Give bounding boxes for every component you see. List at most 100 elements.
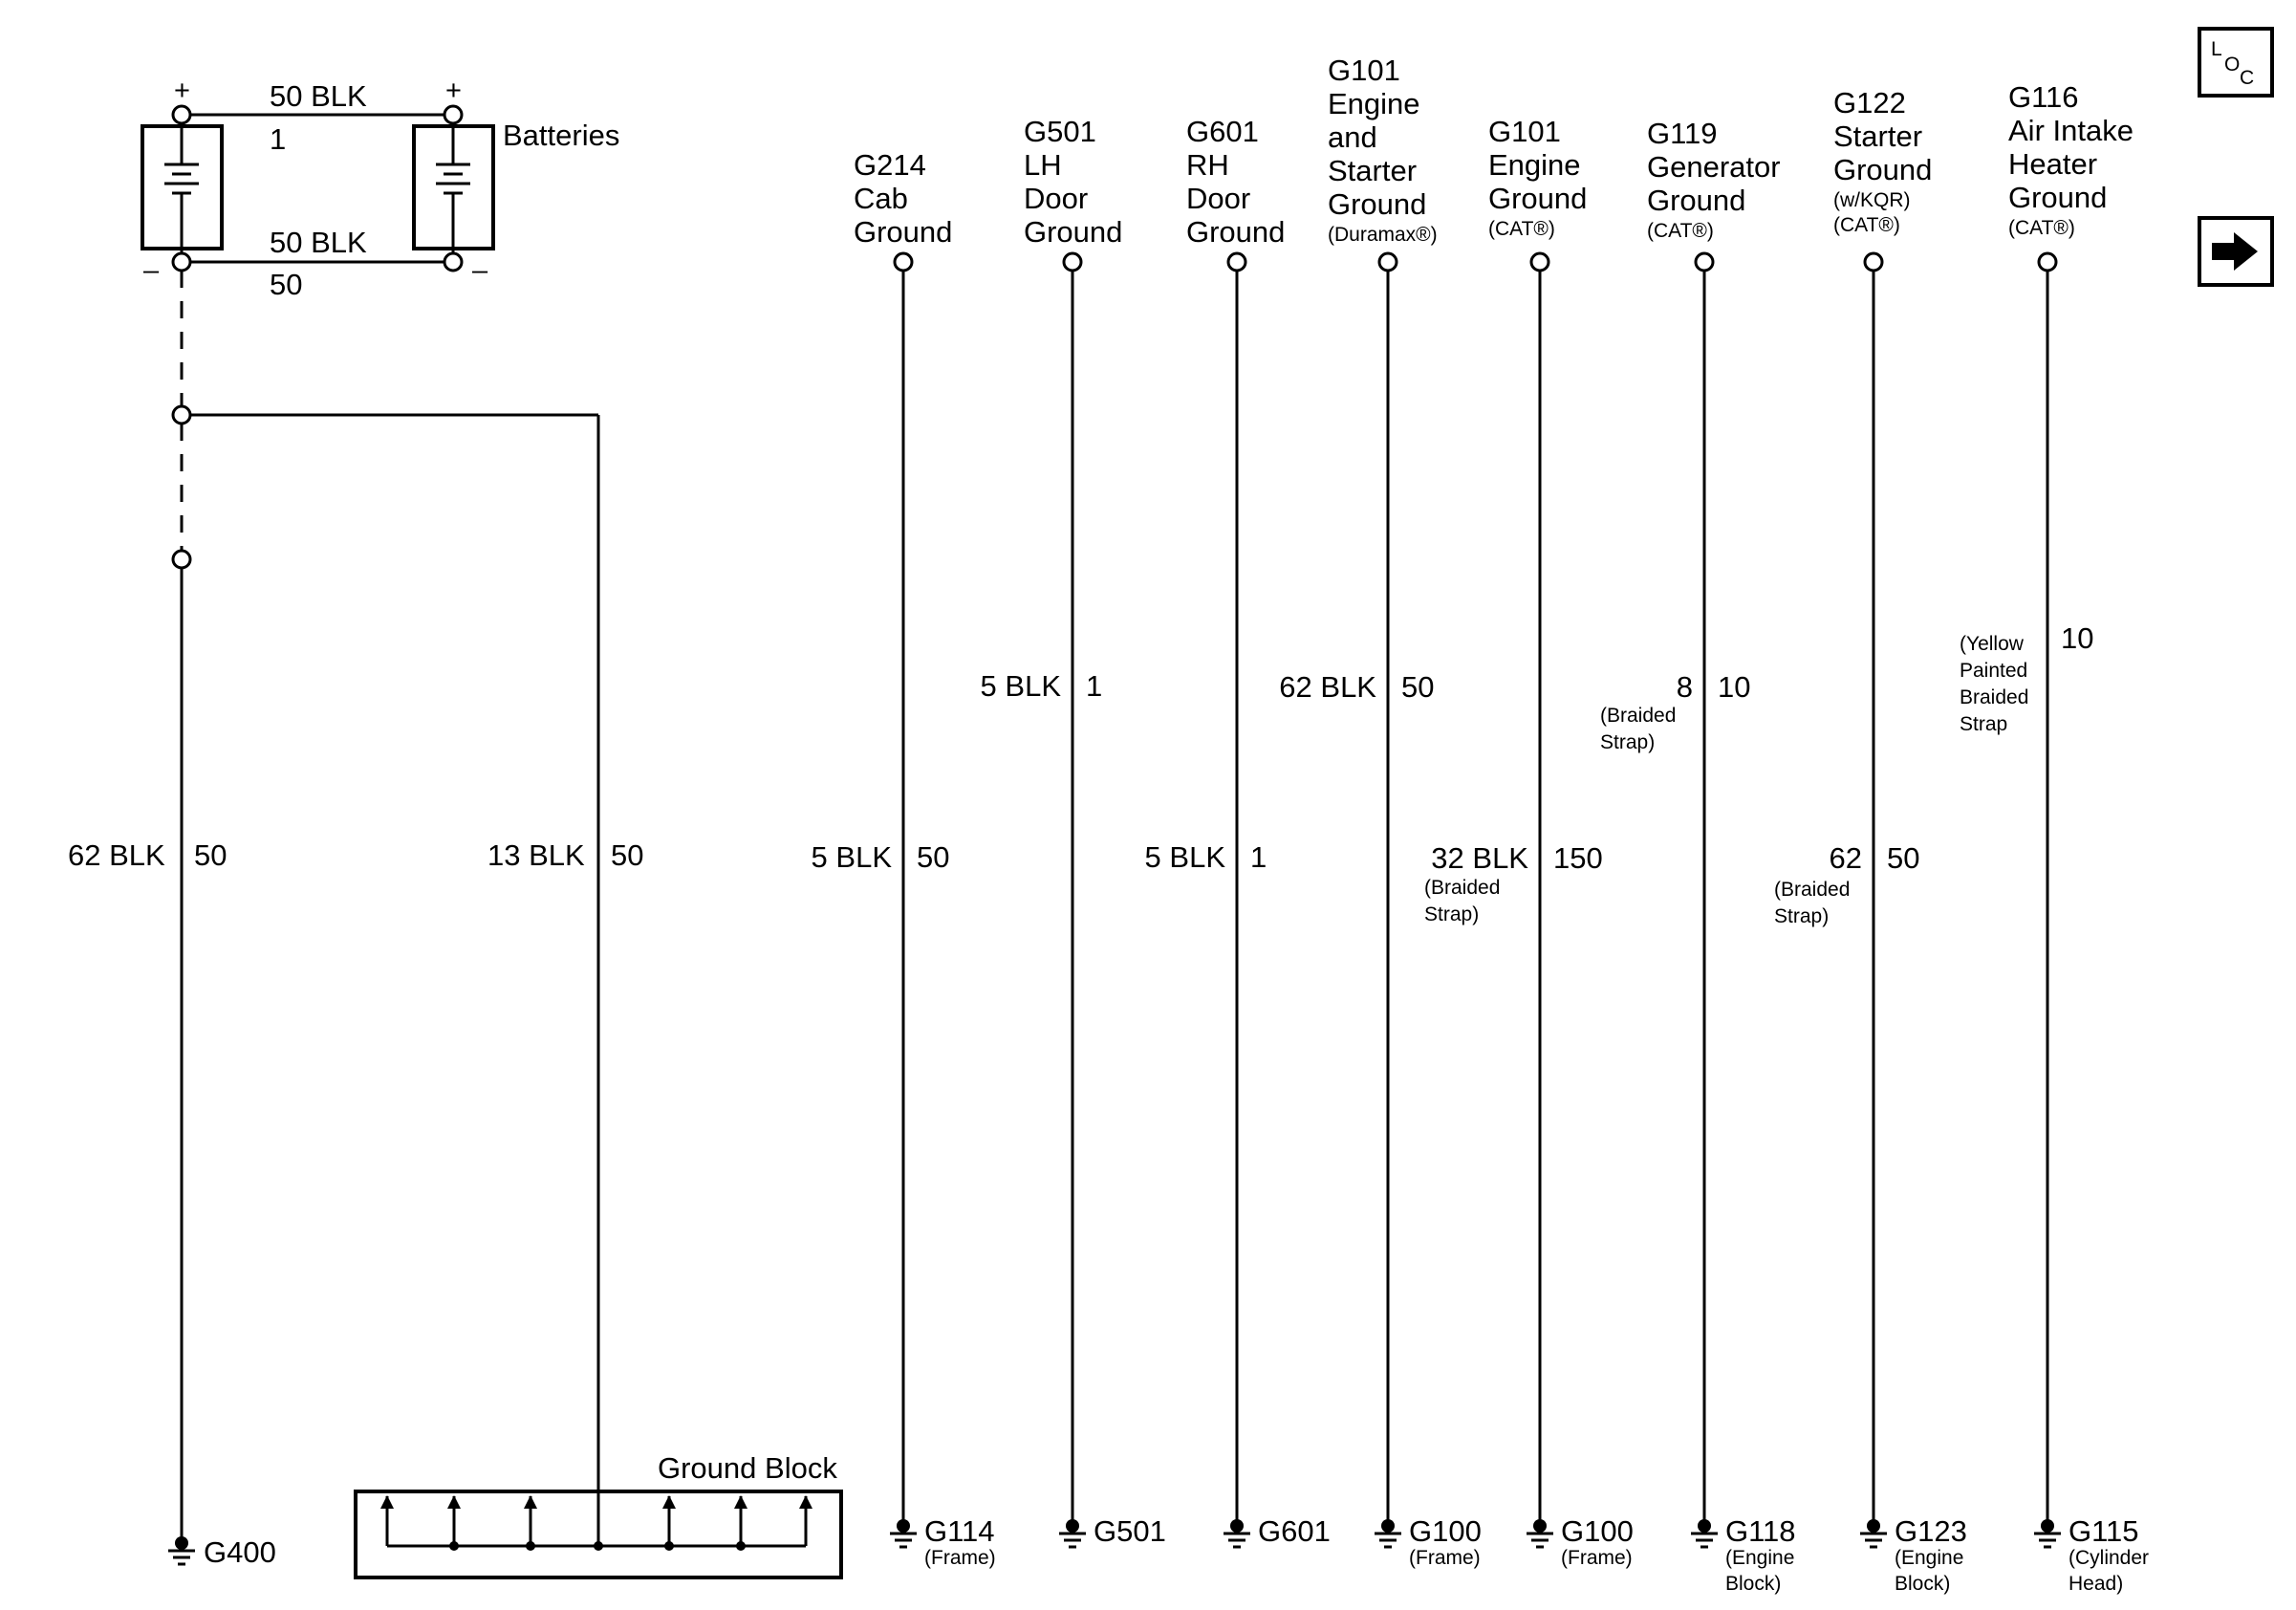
ground-bottom-note: (Engine — [1725, 1547, 1794, 1569]
ground-top-node — [1529, 251, 1550, 272]
ground-wire-note: (Braided — [1600, 705, 1676, 727]
ground-wire-note: Braided — [1960, 686, 2028, 708]
ground-bottom-label: G100 — [1409, 1514, 1482, 1548]
ground-symbol-icon — [1527, 1519, 1553, 1549]
ground-title-line: Starter — [1328, 154, 1417, 187]
ground-wire-label: 62 BLK — [1279, 670, 1376, 704]
battery-right-negative-node — [443, 251, 464, 272]
ground-title-line: Ground — [1647, 184, 1745, 217]
arrow-right-icon[interactable] — [2198, 216, 2274, 287]
ground-wire-note: Strap) — [1774, 905, 1829, 927]
ground-bottom-note: Block) — [1895, 1573, 1950, 1595]
ground-title-line: Heater — [2008, 147, 2097, 181]
ground-bottom-label: G501 — [1094, 1514, 1166, 1548]
battery-bottom-wire-label: 50 BLK — [270, 226, 367, 259]
ground-bottom-label: G100 — [1561, 1514, 1634, 1548]
g400-ground-label: G400 — [204, 1535, 276, 1569]
ground-symbol-icon — [1224, 1519, 1250, 1549]
ground-top-node — [1062, 251, 1083, 272]
g400-wire-label: 62 BLK — [68, 838, 165, 872]
ground-symbol-icon — [1860, 1519, 1887, 1549]
ground-wire-circuit: 50 — [1887, 841, 1919, 875]
ground-wire-note: Painted — [1960, 660, 2027, 682]
ground-wire-note: Strap) — [1424, 903, 1479, 925]
ground-wire-label: 32 BLK — [1431, 841, 1528, 875]
ground-title-line: Engine — [1488, 148, 1581, 182]
ground-title-line: Ground — [1328, 187, 1426, 221]
ground-bottom-note: (Cylinder — [2069, 1547, 2149, 1569]
ground-wire-note: Strap) — [1600, 731, 1655, 753]
splice-node-bottom — [171, 549, 192, 570]
ground-bottom-note: (Frame) — [924, 1547, 996, 1569]
ground-title-line: G101 — [1488, 115, 1561, 148]
ground-title-line: G122 — [1833, 86, 1906, 120]
ground-title-line: Ground — [2008, 181, 2107, 214]
ground-top-node — [1863, 251, 1884, 272]
ground-wire-circuit: 10 — [2061, 621, 2093, 655]
ground-wire-note: (Braided — [1424, 877, 1500, 899]
ground-wire-circuit: 1 — [1250, 840, 1267, 874]
ground-wire-label: 5 BLK — [812, 840, 893, 874]
ground-block-box — [354, 1490, 843, 1579]
ground-title-line: Door — [1186, 182, 1250, 215]
ground-qualifier: (Duramax®) — [1328, 224, 1438, 246]
ground-title-line: Air Intake — [2008, 114, 2134, 147]
ground-title-line: Starter — [1833, 120, 1922, 153]
loc-letter-l: L — [2211, 38, 2222, 60]
ground-bottom-label: G115 — [2069, 1514, 2139, 1548]
ground-top-node — [1377, 251, 1398, 272]
ground-bottom-note: (Engine — [1895, 1547, 1963, 1569]
ground-qualifier: (CAT®) — [2008, 217, 2075, 239]
ground-title-line: RH — [1186, 148, 1229, 182]
ground-wire-label: 62 — [1830, 841, 1862, 875]
loc-letter-c: C — [2240, 67, 2254, 89]
ground-block-wire-label: 13 BLK — [487, 838, 585, 872]
ground-symbol-icon — [1691, 1519, 1718, 1549]
ground-bottom-label: G118 — [1725, 1514, 1796, 1548]
ground-title-line: LH — [1024, 148, 1062, 182]
ground-title-line: Door — [1024, 182, 1088, 215]
battery-left-plus: + — [174, 76, 190, 106]
ground-bottom-note: Block) — [1725, 1573, 1781, 1595]
battery-right-positive-node — [443, 104, 464, 125]
ground-block-label: Ground Block — [658, 1451, 837, 1485]
ground-wire-circuit: 50 — [917, 840, 949, 874]
splice-node-top — [171, 404, 192, 425]
ground-top-node — [1226, 251, 1247, 272]
ground-top-node — [2037, 251, 2058, 272]
ground-qualifier: (CAT®) — [1833, 214, 1900, 236]
battery-top-wire-label: 50 BLK — [270, 79, 367, 113]
battery-left-positive-node — [171, 104, 192, 125]
ground-title-line: and — [1328, 120, 1377, 154]
ground-symbol-icon — [2034, 1519, 2061, 1549]
battery-left-negative-node — [171, 251, 192, 272]
loc-button[interactable]: L O C — [2198, 27, 2274, 98]
ground-title-line: Ground — [1488, 182, 1587, 215]
battery-left-minus: – — [143, 255, 160, 286]
ground-qualifier: (w/KQR) — [1833, 189, 1911, 211]
ground-qualifier: (CAT®) — [1488, 218, 1555, 240]
ground-wire-note: (Braided — [1774, 879, 1850, 901]
ground-wire-circuit: 50 — [1401, 670, 1434, 704]
ground-title-line: Cab — [854, 182, 908, 215]
left-feed-group: 62 BLK 50 G400 — [68, 271, 598, 1569]
battery-right-plus: + — [445, 76, 462, 106]
ground-title-line: G601 — [1186, 115, 1259, 148]
ground-wire-label: 5 BLK — [981, 669, 1062, 703]
ground-wire-note: (Yellow — [1960, 633, 2025, 655]
ground-symbol-icon — [168, 1536, 195, 1566]
batteries-label: Batteries — [503, 119, 619, 152]
battery-top-wire-circuit: 1 — [270, 122, 286, 156]
ground-block-group: 13 BLK 50 Ground Block — [354, 415, 843, 1579]
ground-title-line: G101 — [1328, 54, 1400, 87]
ground-bottom-label: G601 — [1258, 1514, 1331, 1548]
ground-qualifier: (CAT®) — [1647, 220, 1714, 242]
